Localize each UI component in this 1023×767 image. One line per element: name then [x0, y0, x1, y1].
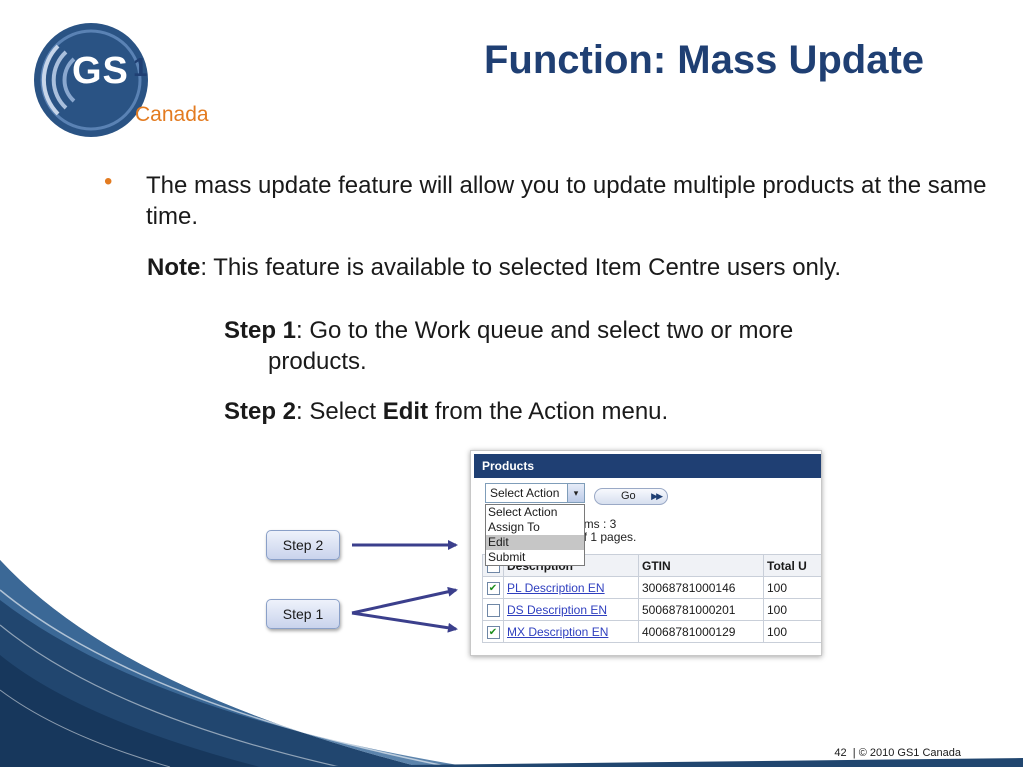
slide-title: Function: Mass Update [484, 38, 925, 82]
total-cell: 100 [763, 576, 821, 599]
dropdown-option-assign-to[interactable]: Assign To [488, 520, 540, 534]
products-panel-header: Products [474, 454, 821, 478]
page-number: 42 [834, 747, 847, 759]
action-select[interactable]: Select Action ▾ [485, 483, 585, 503]
total-cell: 100 [763, 598, 821, 621]
bullet-text: The mass update feature will allow you t… [146, 172, 987, 230]
logo-region: Canada [135, 103, 209, 126]
step1-text-continued: products. [268, 348, 367, 375]
chevron-down-icon[interactable]: ▾ [567, 484, 584, 502]
product-description-link[interactable]: PL Description EN [507, 580, 605, 595]
row-select-cell [482, 598, 504, 621]
double-arrow-icon: ▶▶ [651, 491, 663, 501]
step2-text: : Select [296, 398, 383, 425]
description-cell: PL Description EN [503, 576, 639, 599]
step1-arrow-down [351, 611, 458, 633]
gtin-cell: 30068781000146 [638, 576, 764, 599]
gs1-logo [34, 23, 148, 137]
row-select-cell: ✔ [482, 576, 504, 599]
step2-edit-word: Edit [382, 398, 429, 425]
step2-label: Step 2 [224, 398, 297, 425]
products-table: Description GTIN Total U ✔ PL Descriptio… [482, 554, 821, 643]
items-count-text: ems : 3 [577, 517, 617, 531]
description-cell: MX Description EN [503, 620, 639, 643]
dropdown-option-select-action[interactable]: Select Action [488, 505, 558, 519]
table-row: DS Description EN 50068781000201 100 [482, 598, 821, 621]
step1-callout-button: Step 1 [266, 599, 340, 629]
column-header-gtin[interactable]: GTIN [638, 554, 764, 577]
copyright-text: © 2010 GS1 Canada [858, 747, 961, 759]
row-checkbox-checked[interactable]: ✔ [486, 625, 500, 639]
gtin-cell: 40068781000129 [638, 620, 764, 643]
step2-callout-button: Step 2 [266, 530, 340, 560]
row-checkbox-checked[interactable]: ✔ [486, 581, 500, 595]
row-checkbox-unchecked[interactable] [486, 603, 500, 617]
footer-separator: | [852, 747, 856, 759]
action-dropdown-list: Select Action Assign To Edit Submit [485, 504, 585, 566]
note-label: Note [147, 254, 201, 281]
total-cell: 100 [763, 620, 821, 643]
bullet-icon: • [104, 168, 113, 195]
note-paragraph: Note: This feature is available to selec… [147, 254, 841, 282]
step2-paragraph: Step 2: Select Edit from the Action menu… [224, 398, 668, 426]
dropdown-option-submit[interactable]: Submit [488, 550, 526, 564]
note-text: : This feature is available to selected … [200, 254, 842, 281]
table-row: ✔ MX Description EN 40068781000129 100 [482, 620, 821, 643]
go-button[interactable]: Go ▶▶ [594, 488, 668, 505]
page-count-text: of 1 pages. [577, 530, 637, 544]
table-row: ✔ PL Description EN 30068781000146 100 [482, 576, 821, 599]
step2-text-end: from the Action menu. [428, 398, 669, 425]
product-description-link[interactable]: DS Description EN [507, 602, 608, 617]
logo-wordmark-number: 1 [133, 52, 148, 82]
step1-label: Step 1 [224, 317, 297, 344]
dropdown-option-edit[interactable]: Edit [486, 535, 584, 550]
product-description-link[interactable]: MX Description EN [507, 624, 609, 639]
column-header-total[interactable]: Total U [763, 554, 821, 577]
description-cell: DS Description EN [503, 598, 639, 621]
logo-wordmark: GS [72, 50, 129, 92]
step1-arrow-up [351, 586, 458, 615]
gtin-cell: 50068781000201 [638, 598, 764, 621]
slide-footer: 42 | © 2010 GS1 Canada [834, 747, 961, 759]
go-button-label: Go [621, 490, 636, 502]
step1-text: : Go to the Work queue and select two or… [296, 317, 794, 344]
row-select-cell: ✔ [482, 620, 504, 643]
products-screenshot: Products Select Action ▾ Go ▶▶ ems : 3 o… [470, 450, 822, 656]
step1-paragraph: Step 1: Go to the Work queue and select … [224, 315, 864, 377]
action-select-value: Select Action [490, 486, 560, 500]
